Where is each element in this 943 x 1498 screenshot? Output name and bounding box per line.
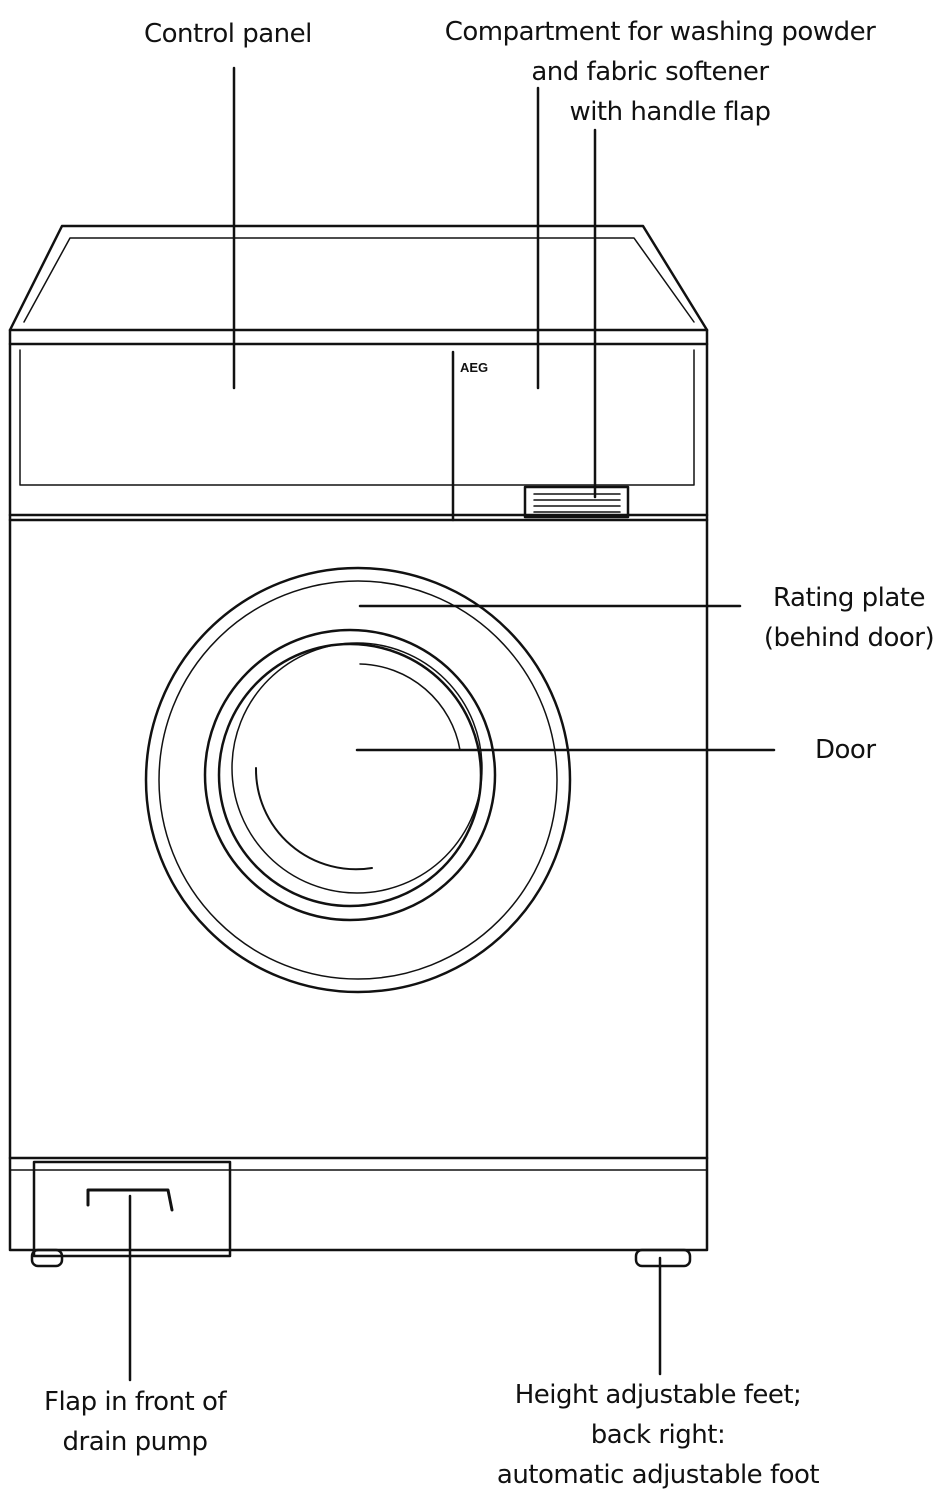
machine-top-lid <box>8 224 709 332</box>
label-feet-line-2: back right: <box>590 1420 726 1450</box>
front-left-foot <box>30 1248 64 1268</box>
label-feet-line-3: automatic adjustable foot <box>496 1460 820 1490</box>
front-right-foot <box>634 1248 692 1268</box>
machine-body <box>8 513 709 1252</box>
flap-handle <box>86 1188 174 1212</box>
label-compartment: Compartment for washing powder and fabri… <box>430 12 890 132</box>
label-drain-flap-line-1: Flap in front of <box>43 1387 227 1417</box>
label-control-panel: Control panel <box>144 19 312 49</box>
label-rating-plate-line-1: Rating plate <box>773 583 925 613</box>
door-glass <box>231 642 483 894</box>
label-compartment-line-1: Compartment for washing powder <box>444 17 876 47</box>
drain-pump-flap <box>32 1160 232 1258</box>
handle-flap <box>523 485 630 519</box>
label-feet-line-1: Height adjustable feet; <box>514 1380 802 1410</box>
label-feet: Height adjustable feet; back right: auto… <box>478 1375 838 1495</box>
label-rating-plate: Rating plate (behind door) <box>758 578 940 658</box>
control-panel <box>8 328 709 517</box>
label-door: Door <box>815 735 876 765</box>
label-compartment-line-3: with handle flap <box>569 97 771 127</box>
label-compartment-line-2: and fabric softener <box>531 57 769 87</box>
machine-top-inner <box>23 237 695 323</box>
door-ring <box>203 628 497 922</box>
label-drain-flap-line-2: drain pump <box>62 1427 208 1457</box>
glass-highlight <box>254 767 373 871</box>
label-rating-plate-line-2: (behind door) <box>763 623 935 653</box>
label-drain-flap: Flap in front of drain pump <box>30 1382 240 1462</box>
brand-logo: AEG <box>460 360 488 375</box>
door-outer-ring <box>144 566 572 994</box>
